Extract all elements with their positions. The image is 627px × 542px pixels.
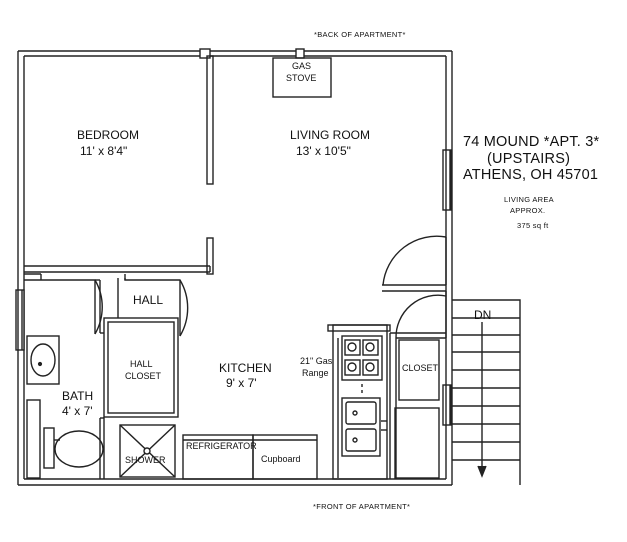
- bath-name: BATH: [62, 389, 94, 403]
- address-line3: ATHENS, OH 45701: [463, 167, 599, 183]
- bedroom-name: BEDROOM: [77, 128, 140, 142]
- front-of-apartment-label: *FRONT OF APARTMENT*: [313, 502, 411, 511]
- gas-stove-box: [272, 57, 332, 98]
- hall-walls: [24, 273, 189, 479]
- gas-stove-label-line1: GAS: [292, 61, 312, 71]
- address-line1: 74 MOUND *APT. 3*: [463, 134, 600, 150]
- gas-range-line2: Range: [302, 368, 329, 378]
- living-room-name: LIVING ROOM: [290, 128, 371, 142]
- gas-stove-label-line2: STOVE: [286, 73, 317, 83]
- address-line2: (UPSTAIRS): [487, 151, 571, 167]
- back-of-apartment-label: *BACK OF APARTMENT*: [314, 30, 406, 39]
- living-room-door: [382, 235, 447, 292]
- living-area-line2: APPROX.: [510, 206, 546, 215]
- bedroom-size: 11' x 8'4": [80, 144, 128, 158]
- kitchen-name: KITCHEN: [219, 361, 272, 375]
- cupboard-label: Cupboard: [261, 454, 301, 464]
- gas-range-line1: 21" Gas: [300, 356, 333, 366]
- hall-closet-label-line1: HALL: [130, 359, 153, 369]
- closet-right: [389, 291, 447, 479]
- kitchen-fixtures: [182, 324, 391, 480]
- hall-closet-label-line2: CLOSET: [125, 371, 162, 381]
- shower-label: SHOWER: [125, 455, 166, 465]
- bedroom-wall: [24, 55, 214, 275]
- kitchen-size: 9' x 7': [226, 376, 257, 390]
- living-area-line1: LIVING AREA: [504, 195, 554, 204]
- stairs-down-label: DN: [474, 308, 492, 322]
- living-area-value: 375 sq ft: [517, 221, 549, 230]
- refrigerator-label: REFRIGERATOR: [186, 441, 257, 451]
- stairs: [452, 299, 521, 485]
- closet-label: CLOSET: [402, 363, 439, 373]
- hall-label: HALL: [133, 293, 164, 307]
- bath-size: 4' x 7': [62, 404, 93, 418]
- living-room-size: 13' x 10'5": [296, 144, 351, 158]
- bath-fixtures: [26, 335, 176, 479]
